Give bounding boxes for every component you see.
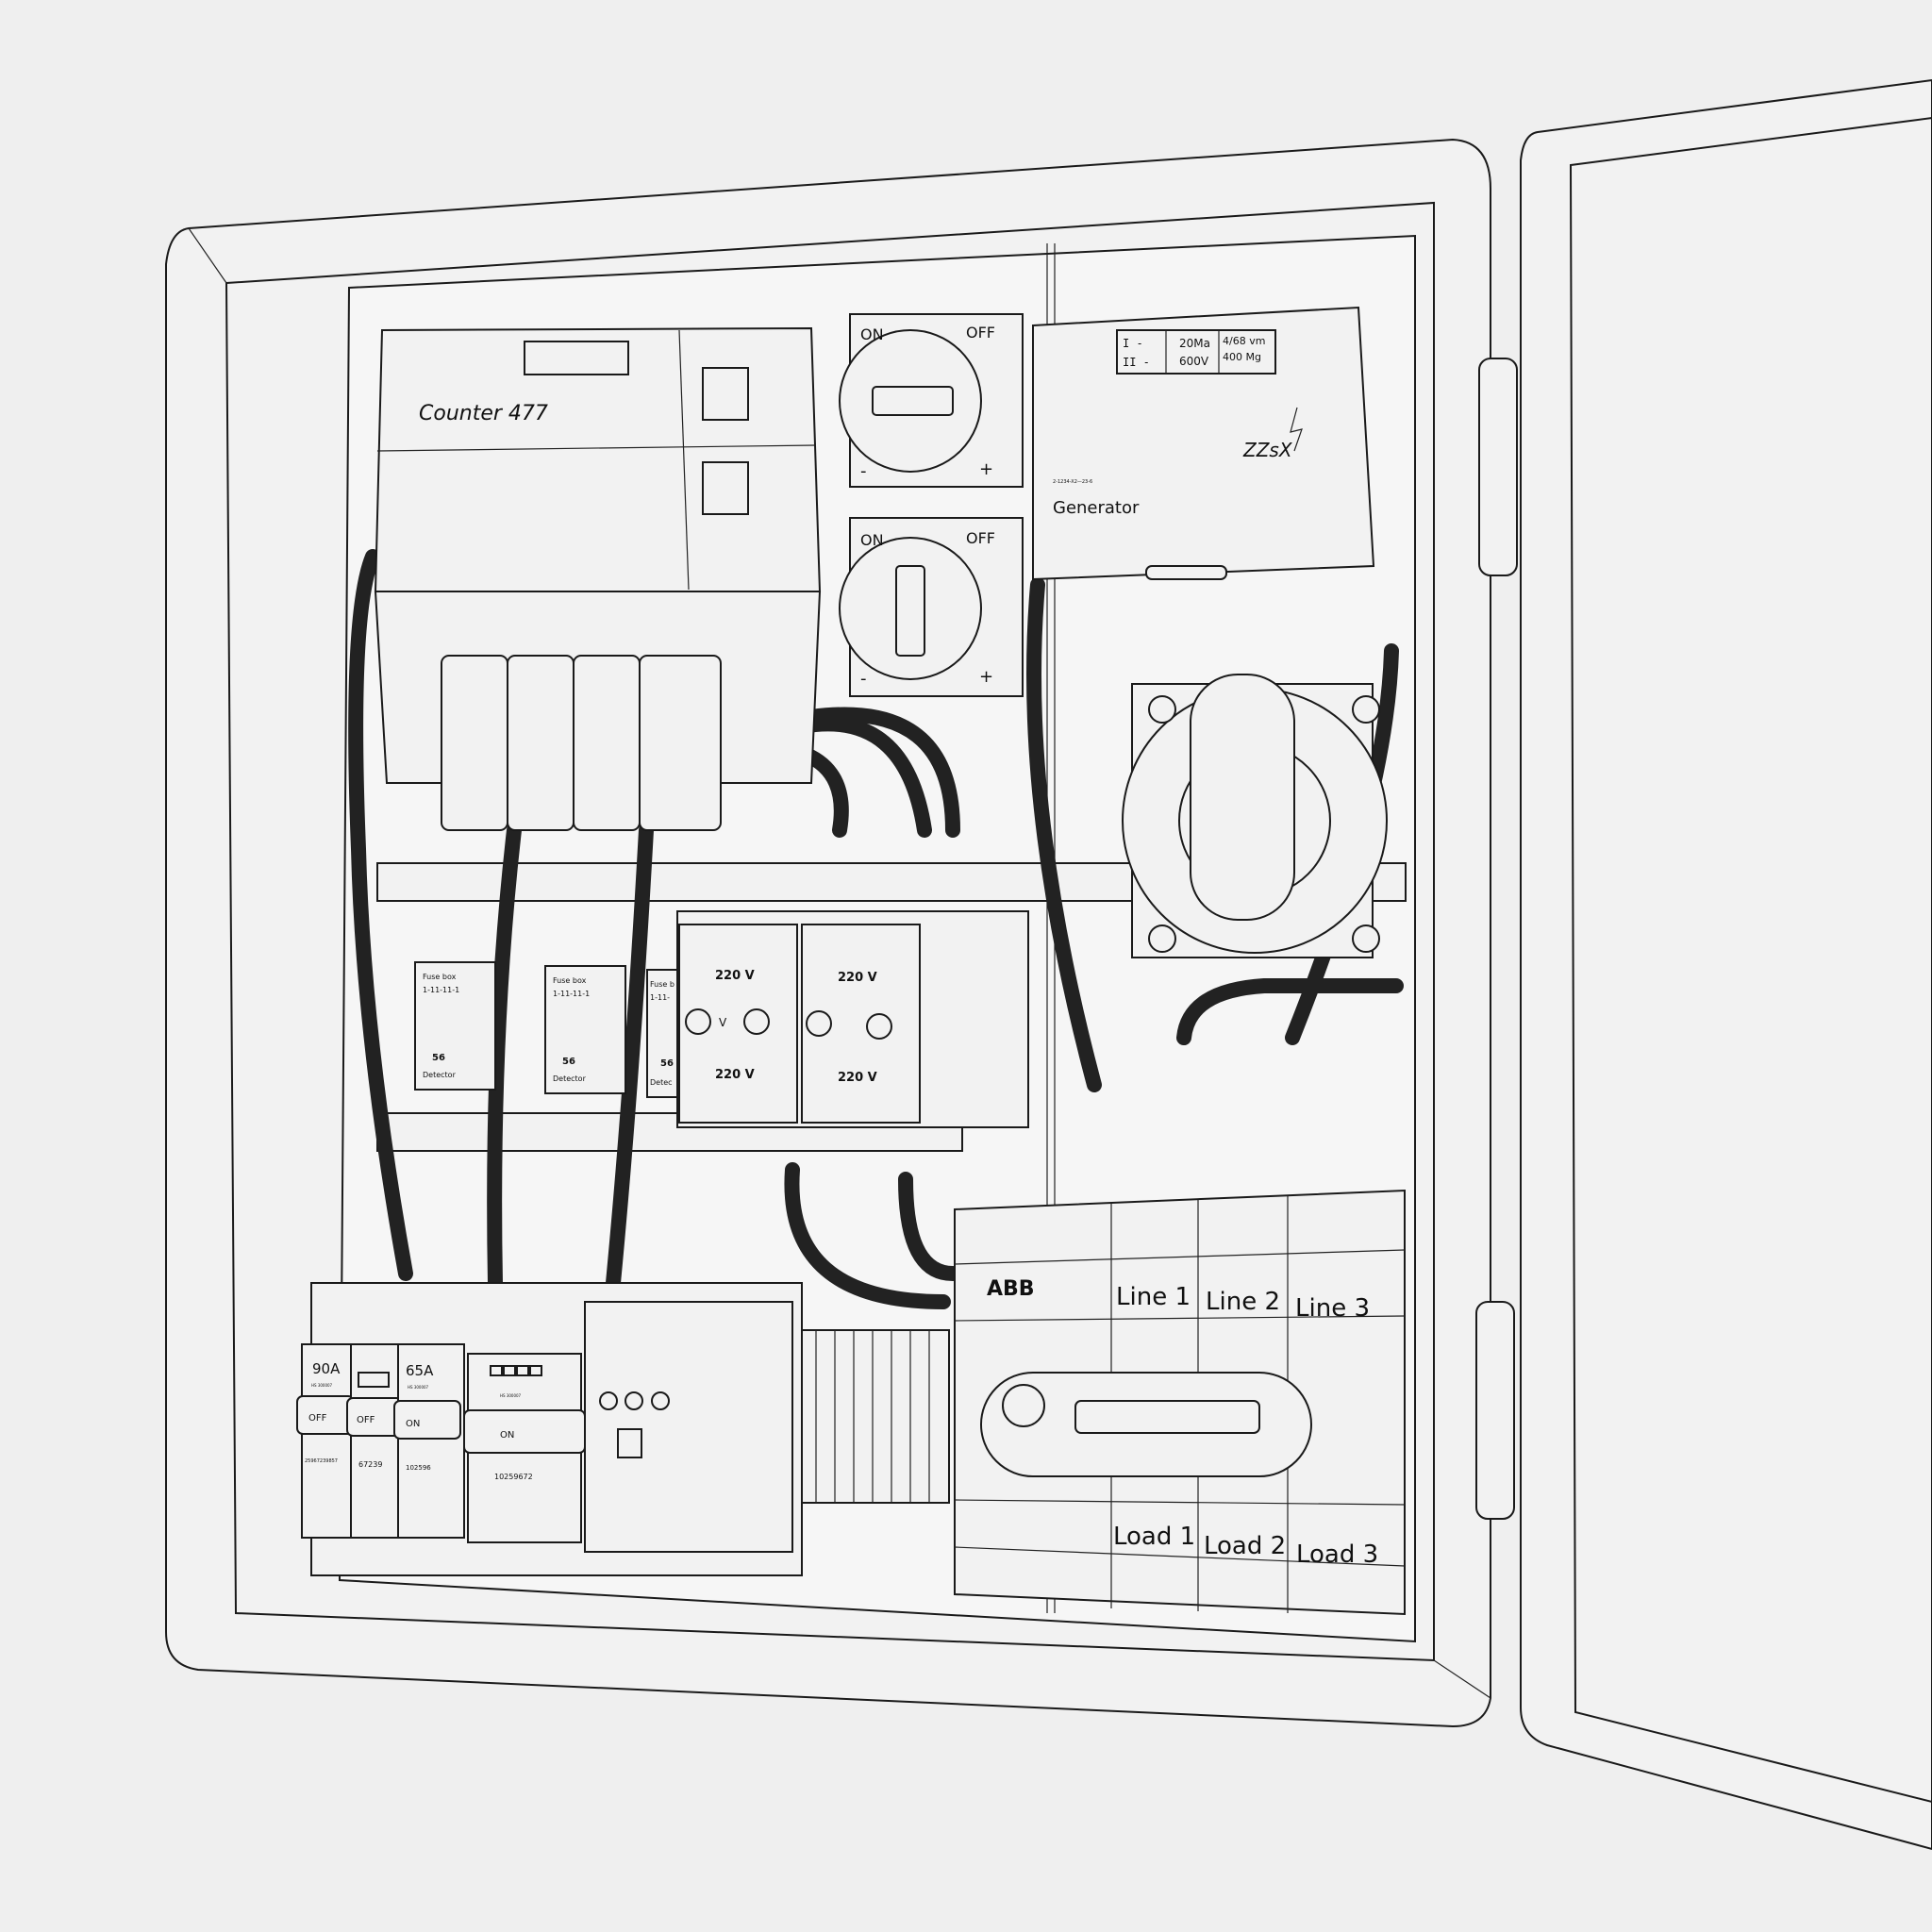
breaker-serial: 25967239857 [305,1458,338,1464]
fuse-badge: 56 [432,1053,445,1063]
breaker-state: ON [500,1430,514,1441]
spec-value: 600V [1179,355,1209,368]
breaker-serial: 102596 [406,1464,431,1472]
generator-label: Generator [1053,498,1140,518]
rotary-switch-1[interactable]: ON OFF - + [839,313,1024,488]
fuse-footer: Detec [650,1078,673,1087]
breaker-block-group [441,655,722,831]
cabinet-door[interactable] [1520,78,1932,1851]
spec-value: 400 Mg [1223,351,1261,363]
isolator-handle[interactable] [980,1372,1312,1477]
abb-logo: ABB [987,1277,1035,1301]
adjust-knob[interactable] [806,1010,832,1037]
line-2-label: Line 2 [1206,1288,1280,1316]
breaker-toggle[interactable] [393,1400,461,1440]
fuse-box-2: Fuse box 1-11-11-1 56 Detector [544,965,626,1094]
generator-serial: 2-1234-X2—23-6 [1053,479,1092,485]
breaker-state: OFF [308,1413,327,1424]
breaker-model: HS 300007 [311,1383,333,1388]
voltage-monitor: 220 V 220 V 220 V 220 V V [676,910,1029,1128]
fuse-title: Fuse box [423,973,457,981]
abb-isolator-switch: ABB Line 1 Line 2 Line 3 Load 1 Load 2 L… [954,1189,1406,1616]
voltage-label: 220 V [838,1071,877,1085]
load-1-label: Load 1 [1113,1523,1195,1551]
circuit-breakers: 90A HS 300007 OFF 25967239857 OFF 67239 … [296,1282,803,1576]
fuse-title: Fuse b [650,980,675,989]
lightning-icon [1290,407,1303,452]
display-row: II - [1123,356,1150,369]
fuse-box-1: Fuse box 1-11-11-1 56 Detector [414,961,496,1091]
toroidal-transformer [1122,674,1388,958]
rcd-module[interactable] [584,1301,793,1553]
breaker-serial: 67239 [358,1460,382,1469]
fuse-code: 1-11- [650,993,670,1002]
adjust-knob[interactable] [743,1008,770,1035]
switch-on-label: ON [860,531,884,549]
display-row: I - [1123,337,1143,350]
fuse-title: Fuse box [553,976,587,985]
fuse-footer: Detector [423,1071,457,1079]
voltage-label: 220 V [715,1068,755,1082]
line-1-label: Line 1 [1116,1283,1191,1311]
voltage-label: 220 V [838,971,877,985]
spec-value: 20Ma [1179,337,1210,350]
line-3-label: Line 3 [1295,1294,1370,1323]
breaker-4[interactable]: HS 300007 ON 10259672 [463,1353,586,1543]
switch-minus-label: - [860,461,867,481]
fuse-footer: Detector [553,1074,587,1083]
switch-plus-label: + [979,667,993,687]
breaker-model: HS 300007 [408,1385,429,1390]
breaker-2[interactable]: OFF 67239 [346,1343,403,1539]
breaker-state: OFF [357,1415,375,1425]
breaker-serial: 10259672 [494,1473,533,1481]
fuse-badge: 56 [562,1057,575,1067]
terminal-block [775,1329,950,1504]
generator-brand-logo: ZZsX [1242,439,1293,461]
counter-label: Counter 477 [419,402,548,425]
breaker-3[interactable]: 65A HS 300007 ON 102596 [393,1343,465,1539]
switch-minus-label: - [860,669,867,689]
adjust-knob[interactable] [685,1008,711,1035]
switch-off-label: OFF [966,324,995,341]
switch-handle[interactable] [872,386,954,416]
hinge-top [1478,358,1518,576]
cables [348,549,1404,1309]
rotary-switch-2[interactable]: ON OFF - + [839,517,1024,697]
load-2-label: Load 2 [1204,1532,1286,1560]
fuse-box-3: Fuse b 1-11- 56 Detec [646,969,680,1098]
voltage-label: 220 V [715,969,755,983]
generator-module: I - II - 20Ma 600V 4/68 vm 400 Mg ZZsX 2… [1032,306,1375,581]
switch-off-label: OFF [966,529,995,547]
switch-on-label: ON [860,325,884,343]
load-3-label: Load 3 [1296,1541,1378,1569]
breaker-model: HS 300007 [500,1393,522,1398]
fuse-code: 1-11-11-1 [553,990,590,998]
spec-value: 4/68 vm [1223,335,1265,347]
breaker-rating: 65A [406,1362,434,1379]
generator-spec-plate [1116,329,1276,375]
breaker-1[interactable]: 90A HS 300007 OFF 25967239857 [296,1343,355,1539]
switch-plus-label: + [979,459,993,479]
breaker-state: ON [406,1419,420,1429]
breaker-toggle[interactable] [463,1409,586,1454]
hinge-bottom [1475,1301,1515,1520]
breaker-rating: 90A [312,1360,341,1377]
voltage-unit: V [719,1016,727,1029]
switch-handle[interactable] [895,565,925,657]
fuse-badge: 56 [660,1058,674,1069]
adjust-knob[interactable] [866,1013,892,1040]
fuse-code: 1-11-11-1 [423,986,459,994]
